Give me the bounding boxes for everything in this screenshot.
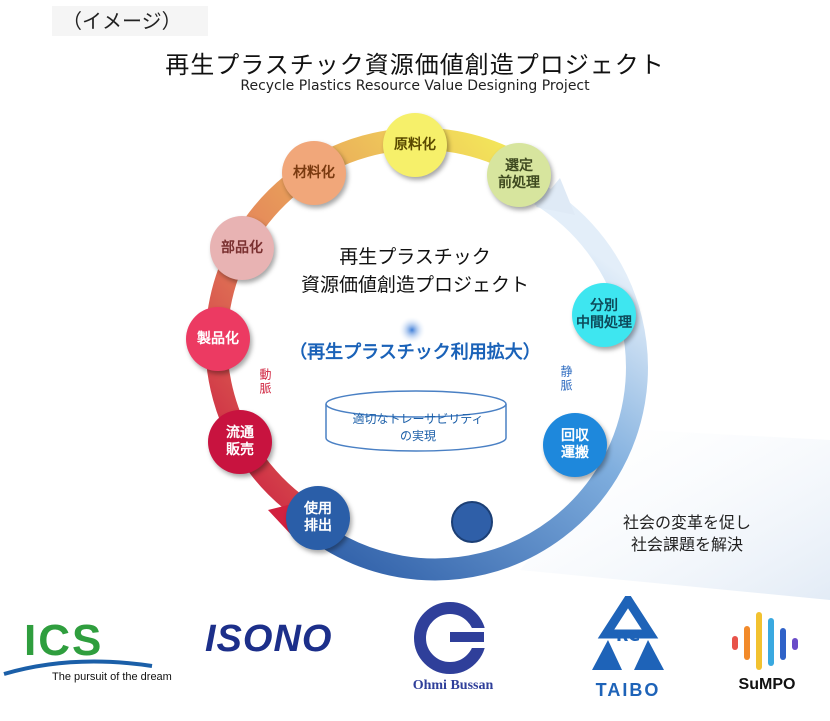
center-title: 再生プラスチック 資源価値創造プロジェクト [300,246,529,296]
stage-distribution-sales: 流通 販売 [208,410,272,474]
ics-logo: ICS The pursuit of the dream [2,614,187,686]
stage-material: 材料化 [282,141,346,205]
venous-arc [324,185,648,581]
taibo-name: TAIBO [595,680,661,700]
recycle-icon [592,596,664,670]
sumpo-bars-icon [732,612,798,670]
taibo-logo: RC TAIBO [582,596,674,706]
title-english: Recycle Plastics Resource Value Designin… [240,78,590,94]
ohmi-name: Ohmi Bussan [412,678,494,693]
ics-swoosh-icon [3,659,153,676]
isono-logo: ISONO [205,618,365,668]
taibo-badge: RC [615,626,641,645]
ics-tagline: The pursuit of the dream [52,671,172,683]
stage-collection-transport: 回収 運搬 [543,413,607,477]
sumpo-logo: SuMPO [722,606,812,702]
ohmi-logo: Ohmi Bussan [378,600,528,700]
cycle-marker [451,501,493,543]
venous-label: 静脈 [559,365,573,393]
isono-name: ISONO [205,618,333,660]
image-tag: （イメージ） [52,6,208,36]
stage-raw-material: 原料化 [383,113,447,177]
social-wedge [520,430,830,600]
traceability-text: 適切なトレーサビリティ の実現 [352,412,484,443]
sumpo-name: SuMPO [738,676,796,693]
venous-arrowhead [536,178,575,215]
stage-parts: 部品化 [210,216,274,280]
ics-name: ICS [24,616,104,665]
social-message: 社会の変革を促し 社会課題を解決 [622,513,751,554]
stage-use-discharge: 使用 排出 [286,486,350,550]
traceability-cylinder [325,390,507,452]
center-subtitle: （再生プラスチック利用拡大） [289,342,541,363]
stage-sorting-intermediate: 分別 中間処理 [572,283,636,347]
title-japanese: 再生プラスチック資源価値創造プロジェクト [165,51,665,79]
ohmi-mark-icon [414,602,486,674]
stage-selection-pretreatment: 選定 前処理 [487,143,551,207]
arterial-label: 動脈 [258,368,272,396]
center-dot [398,316,426,344]
stage-productization: 製品化 [186,307,250,371]
